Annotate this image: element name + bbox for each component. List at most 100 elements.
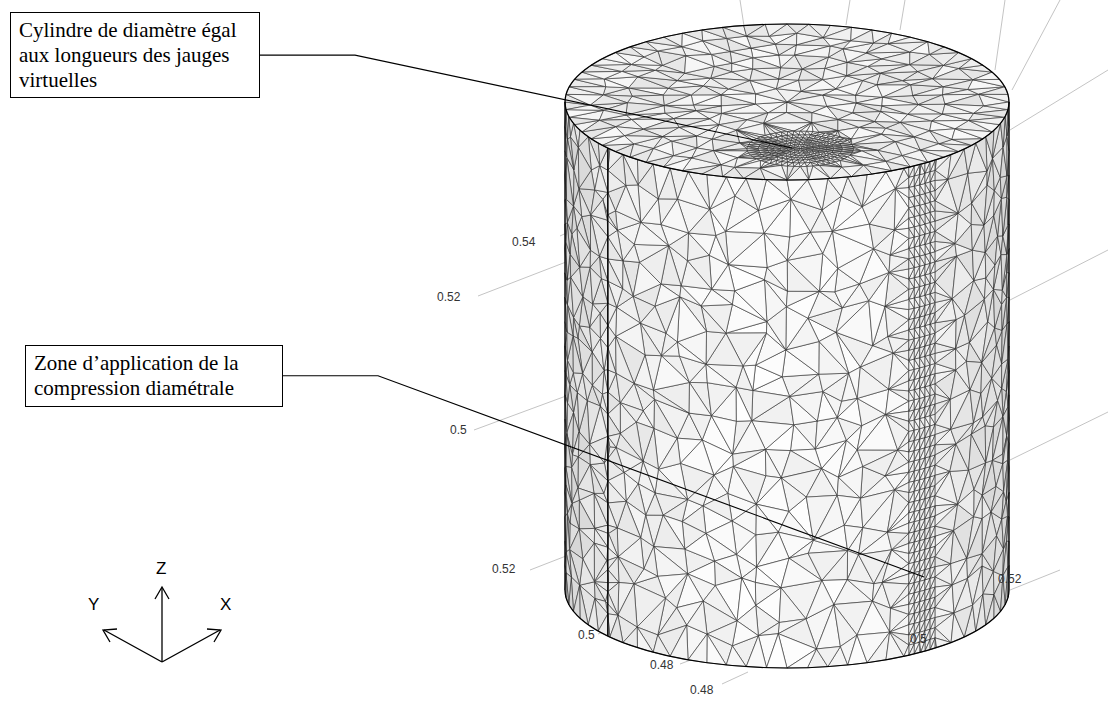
mesh-element [930,496,935,508]
mesh-element [925,436,930,448]
mesh-element [925,507,930,519]
mesh-element [920,377,925,389]
mesh-element [822,551,848,581]
mesh-element [869,301,885,346]
mesh-element [956,315,965,348]
mesh-element [925,446,930,458]
mesh-element [909,583,915,594]
mesh-element [925,223,930,233]
mesh-element [925,314,930,326]
mesh-element [802,145,808,147]
mesh-element [687,601,707,634]
mesh-element [930,496,935,508]
mesh-element [925,599,930,611]
mesh-element [930,201,935,211]
mesh-element [920,458,925,470]
mesh-element [567,305,573,336]
mesh-element [826,150,833,152]
mesh-element [790,425,815,451]
mesh-element [638,164,658,199]
mesh-element [566,433,572,467]
mesh-element [925,497,930,509]
mesh-element [726,231,765,264]
mesh-element [925,619,930,631]
mesh-element [572,488,580,503]
mesh-element [920,478,925,490]
mesh-element [982,566,993,594]
mesh-element [887,523,908,533]
mesh-element [930,282,935,294]
mesh-element [914,236,919,248]
mesh-element [925,395,930,407]
mesh-element [951,390,974,429]
mesh-element [930,404,935,416]
mesh-element [914,226,919,236]
mesh-element [935,471,958,504]
mesh-element [935,613,954,643]
mesh-element [909,512,915,523]
mesh-element [790,152,794,155]
mesh-element [920,377,925,389]
mesh-element [914,398,919,410]
mesh-element [930,313,935,325]
mesh-element [925,365,930,377]
mesh-element [935,320,956,344]
mesh-element [764,113,812,124]
mesh-element [972,171,987,203]
mesh-element [707,383,736,416]
mesh-element [920,590,925,602]
mesh-element [920,580,925,592]
mesh-element [914,185,919,195]
mesh-element [812,139,818,141]
mesh-element [920,194,925,204]
mesh-element [909,217,915,227]
mesh-element [810,231,832,253]
mesh-element [827,147,834,149]
mesh-element [930,587,935,599]
mesh-element [925,314,930,326]
mesh-element [972,250,985,280]
mesh-element [781,132,787,136]
mesh-element [812,145,820,147]
mesh-element [567,332,573,361]
mesh-element [920,539,925,551]
mesh-element [920,224,925,234]
mesh-element [592,385,602,406]
mesh-element [925,609,930,621]
mesh-element [828,177,848,196]
mesh-element [616,307,641,336]
mesh-element [925,528,930,540]
mesh-element [786,291,819,306]
mesh-element [930,618,935,630]
mesh-element [787,138,792,140]
mesh-element [736,387,753,420]
mesh-element [930,567,935,579]
mesh-element [592,352,604,385]
mesh-element [914,215,919,225]
mesh-element [767,634,787,668]
mesh-element [914,307,919,319]
mesh-element [925,446,930,458]
mesh-element [573,336,583,374]
mesh-element [920,387,925,397]
mesh-element [823,95,856,103]
mesh-element [909,420,915,430]
mesh-element [608,570,619,583]
mesh-element [909,491,915,502]
mesh-element [802,138,807,140]
mesh-element [909,430,915,441]
mesh-element [842,148,853,150]
mesh-element [967,517,982,559]
mesh-element [573,336,583,374]
mesh-element [909,176,915,187]
mesh-element [930,333,935,345]
mesh-element [930,404,935,416]
mesh-element [909,318,915,329]
mesh-element [914,531,919,543]
mesh-element [909,207,915,217]
mesh-element [812,150,820,152]
mesh-element [935,585,954,613]
mesh-element [790,142,795,144]
mesh-element [746,636,766,668]
mesh-element [920,549,925,561]
